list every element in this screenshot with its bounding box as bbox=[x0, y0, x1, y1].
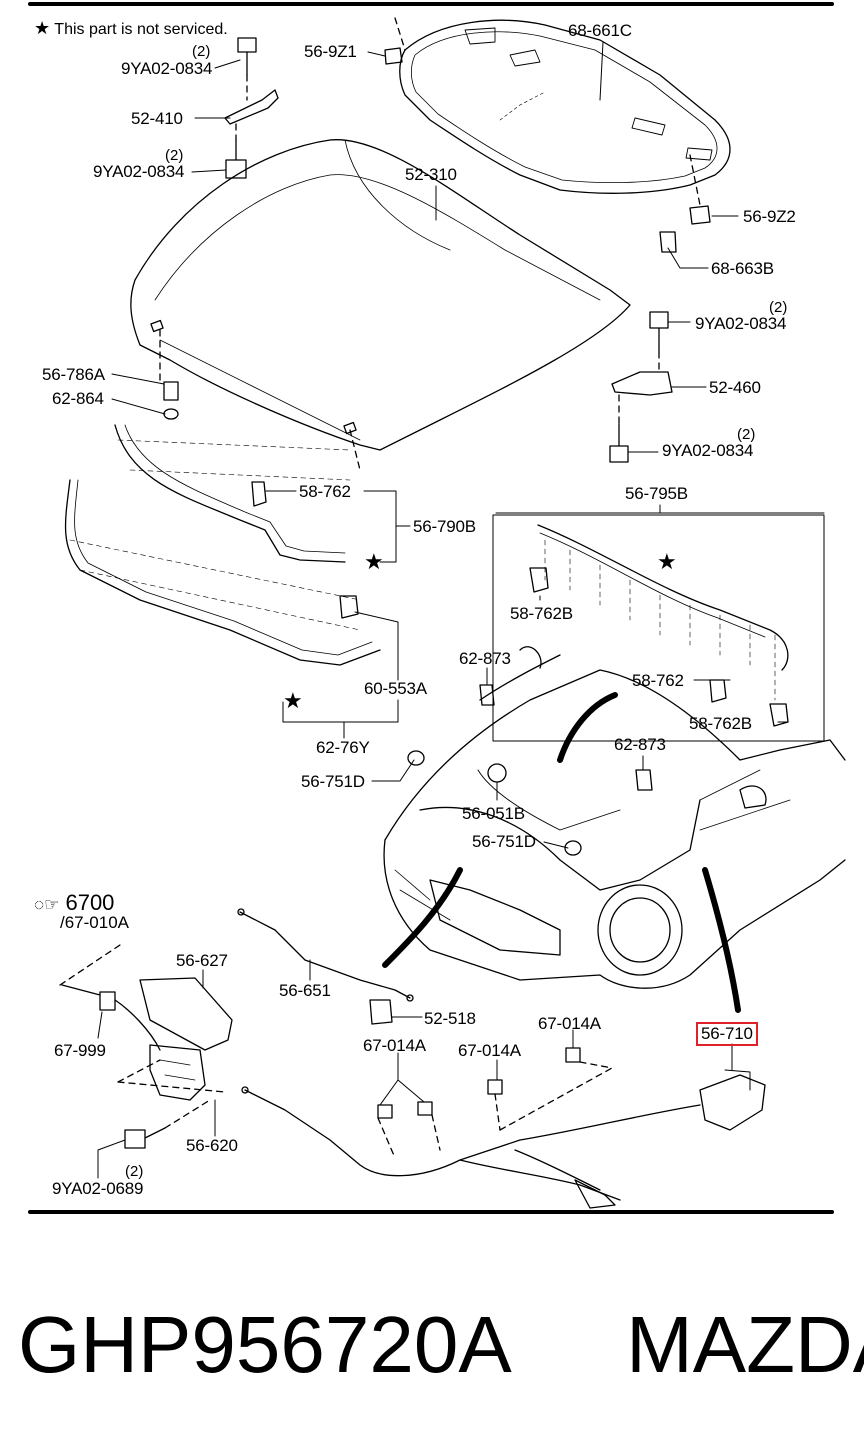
part-label-62-873[interactable]: 62-873 bbox=[459, 649, 511, 668]
star-icon: ★ bbox=[364, 549, 384, 574]
seal-62-76Y-drawing bbox=[64, 479, 381, 666]
part-label-56-786A[interactable]: 56-786A bbox=[42, 365, 105, 384]
star-icon: ★ bbox=[657, 549, 677, 574]
leader-lines bbox=[97, 41, 825, 1179]
reference-code: ◌☞ 6700 bbox=[34, 890, 114, 916]
clip-67-014A-d-drawing bbox=[565, 1047, 581, 1063]
cable-stroke-2 bbox=[382, 867, 463, 968]
stop-56-751D-a bbox=[407, 750, 425, 766]
reference-sub[interactable]: /67-010A bbox=[60, 913, 129, 932]
part-label-58-762B[interactable]: 58-762B bbox=[510, 604, 573, 623]
part-label-60-553A[interactable]: 60-553A bbox=[364, 679, 427, 698]
stop-56-751D-b bbox=[564, 840, 582, 856]
footer-part-number: GHP956720A bbox=[18, 1300, 512, 1389]
clip-56-9Z1-drawing bbox=[384, 47, 403, 65]
part-label-56-627[interactable]: 56-627 bbox=[176, 951, 228, 970]
part-label-68-663B[interactable]: 68-663B bbox=[711, 259, 774, 278]
part-label-56-9Z1[interactable]: 56-9Z1 bbox=[304, 42, 357, 61]
bumper-stop-drawing bbox=[163, 381, 179, 401]
part-label-9YA02-0689[interactable]: 9YA02-0689 bbox=[52, 1179, 144, 1198]
star-icon: ★ bbox=[34, 18, 51, 38]
part-qty: (2) bbox=[165, 147, 184, 164]
part-label-56-710-highlighted[interactable]: 56-710 bbox=[696, 1022, 758, 1046]
part-label-62-873[interactable]: 62-873 bbox=[614, 735, 666, 754]
part-label-9YA02-0834[interactable]: 9YA02-0834 bbox=[121, 59, 213, 78]
part-label-62-76Y[interactable]: 62-76Y bbox=[316, 738, 370, 757]
part-label-67-014A[interactable]: 67-014A bbox=[458, 1041, 521, 1060]
grommet-62-864-drawing bbox=[163, 408, 179, 420]
part-label-68-661C[interactable]: 68-661C bbox=[568, 21, 632, 40]
legend-note-text: This part is not serviced. bbox=[54, 21, 228, 38]
part-label-52-410[interactable]: 52-410 bbox=[131, 109, 183, 128]
part-qty: (2) bbox=[769, 299, 788, 316]
hood-drawing bbox=[130, 139, 631, 471]
stop-62-873-a bbox=[479, 684, 495, 706]
part-label-67-014A[interactable]: 67-014A bbox=[538, 1014, 601, 1033]
hood-insulator-drawing bbox=[394, 17, 731, 206]
stop-62-873-b bbox=[635, 769, 653, 791]
part-label-56-751D[interactable]: 56-751D bbox=[301, 772, 365, 791]
latch-assembly-drawing bbox=[59, 944, 233, 1149]
part-label-52-310[interactable]: 52-310 bbox=[405, 165, 457, 184]
part-qty: (2) bbox=[125, 1163, 144, 1180]
clip-67-014A-c-drawing bbox=[487, 1079, 503, 1095]
part-label-56-620[interactable]: 56-620 bbox=[186, 1136, 238, 1155]
part-label-9YA02-0834[interactable]: 9YA02-0834 bbox=[695, 314, 787, 333]
clip-56-9Z2-drawing bbox=[689, 205, 711, 225]
cable-stroke-3 bbox=[702, 867, 741, 1013]
part-qty: (2) bbox=[192, 43, 211, 60]
car-drawing bbox=[383, 646, 846, 989]
footer-brand: MAZDA bbox=[626, 1300, 864, 1389]
part-label-67-014A[interactable]: 67-014A bbox=[363, 1036, 426, 1055]
part-label-9YA02-0834[interactable]: 9YA02-0834 bbox=[93, 162, 185, 181]
cable-56-651-drawing bbox=[239, 911, 411, 999]
part-label-62-864[interactable]: 62-864 bbox=[52, 389, 104, 408]
clip-68-663B-drawing bbox=[659, 231, 677, 253]
clip-67-014A-b-drawing bbox=[417, 1101, 433, 1116]
part-label-58-762B[interactable]: 58-762B bbox=[689, 714, 752, 733]
part-qty: (2) bbox=[737, 426, 756, 443]
cable-56-710-drawing bbox=[241, 1069, 766, 1209]
part-label-67-999[interactable]: 67-999 bbox=[54, 1041, 106, 1060]
book-icon: ◌☞ bbox=[34, 895, 60, 914]
seal-56-790B-drawing bbox=[114, 424, 351, 563]
part-label-58-762[interactable]: 58-762 bbox=[299, 482, 351, 501]
part-label-56-795B[interactable]: 56-795B bbox=[625, 484, 688, 503]
clip-52-518-drawing bbox=[369, 999, 393, 1025]
part-label-56-051B[interactable]: 56-051B bbox=[462, 804, 525, 823]
legend-note: ★ This part is not serviced. bbox=[34, 18, 228, 39]
clip-67-014A-a-drawing bbox=[377, 1104, 393, 1119]
star-icon: ★ bbox=[283, 688, 303, 713]
part-label-52-518[interactable]: 52-518 bbox=[424, 1009, 476, 1028]
reference-code-text[interactable]: 6700 bbox=[65, 890, 115, 915]
part-label-56-9Z2[interactable]: 56-9Z2 bbox=[743, 207, 796, 226]
footer: GHP956720A MAZDA bbox=[18, 1300, 864, 1390]
part-label-56-790B[interactable]: 56-790B bbox=[413, 517, 476, 536]
right-hinge-drawing bbox=[609, 311, 673, 463]
seal-56-795B-drawing bbox=[492, 514, 825, 742]
part-label-56-751D[interactable]: 56-751D bbox=[472, 832, 536, 851]
part-label-9YA02-0834[interactable]: 9YA02-0834 bbox=[662, 441, 754, 460]
grommet-56-051B bbox=[487, 763, 507, 783]
cable-stroke-1 bbox=[557, 692, 618, 763]
left-hinge-drawing bbox=[224, 37, 279, 179]
part-label-56-651[interactable]: 56-651 bbox=[279, 981, 331, 1000]
part-label-58-762[interactable]: 58-762 bbox=[632, 671, 684, 690]
part-label-52-460[interactable]: 52-460 bbox=[709, 378, 761, 397]
